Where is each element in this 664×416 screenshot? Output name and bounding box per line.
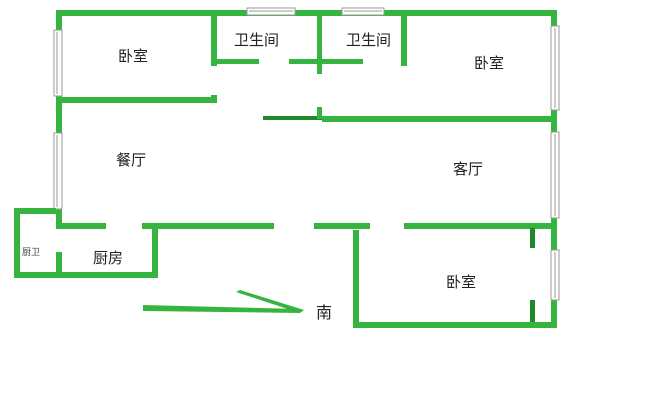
window-left-middle (53, 132, 63, 210)
room-labels: 卧室 卫生间 卫生间 卧室 餐厅 客厅 厨房 卧室 厨卫 (22, 31, 504, 291)
utility-west-wall (14, 208, 20, 278)
interior-walls (14, 10, 557, 322)
bedroom-tr-bottom-wall (322, 116, 557, 122)
kitchen-bottom-wall (14, 272, 158, 278)
compass-arrow-head (236, 290, 304, 313)
bedroom-left-wall (353, 230, 359, 328)
label-bedroom-bottom-right: 卧室 (446, 273, 476, 291)
bath-divider-wall (317, 10, 322, 74)
compass-label: 南 (316, 303, 332, 322)
left-wall (56, 10, 62, 228)
utility-top-wall (14, 208, 56, 214)
bedroom-tl-bottom-wall (56, 97, 216, 103)
utility-divider-wall (56, 252, 62, 278)
label-dining-room: 餐厅 (116, 151, 146, 169)
bath-left-west-wall (211, 10, 217, 66)
middle-wall-d (404, 223, 557, 229)
label-bedroom-top-right: 卧室 (474, 54, 504, 72)
bath-left-west-stub (211, 95, 217, 103)
windows (53, 7, 560, 301)
middle-wall-c (314, 223, 370, 229)
bath-left-bottom-wall-b (289, 59, 323, 64)
middle-wall-a (56, 223, 106, 229)
bottom-right-wall (353, 322, 557, 328)
corridor-stub (317, 107, 322, 119)
label-living-room: 客厅 (453, 160, 483, 178)
bath-right-bottom-wall (317, 59, 363, 64)
label-kitchen: 厨房 (93, 249, 123, 267)
compass: 南 (143, 290, 332, 322)
closet-wall-top (530, 228, 535, 248)
label-bathroom-right: 卫生间 (346, 31, 391, 49)
label-bedroom-top-left: 卧室 (118, 47, 148, 65)
label-bathroom-left: 卫生间 (234, 31, 279, 49)
top-wall (56, 10, 556, 16)
middle-wall-b (142, 223, 274, 229)
compass-arrow-shaft (143, 305, 300, 313)
corridor-wall (263, 116, 323, 120)
bath-right-east-wall (401, 10, 407, 66)
bath-left-bottom-wall-a (211, 59, 259, 64)
window-left-top (53, 29, 63, 97)
kitchen-east-wall (152, 228, 158, 278)
closet-wall-bottom (530, 300, 535, 322)
label-utility-nook: 厨卫 (22, 247, 40, 258)
